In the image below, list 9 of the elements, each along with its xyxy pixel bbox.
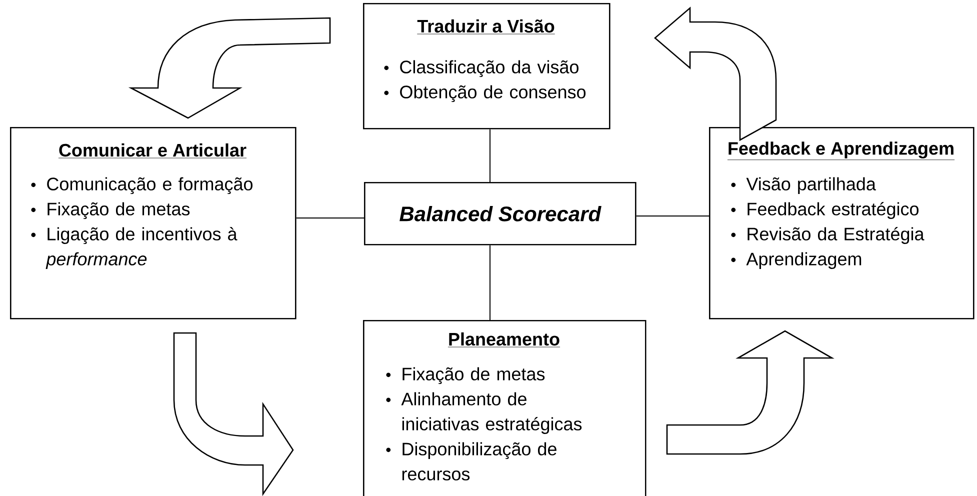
block-arrow — [173, 332, 294, 495]
process-box: Planeamento Fixação de metas Alinhamento de iniciativas estratégicas Disponibilização de recursos — [363, 320, 646, 496]
center-box: Balanced Scorecard — [364, 182, 636, 246]
process-box: Traduzir a Visão Classificação da visão Obtenção de consenso — [363, 3, 610, 130]
process-box: Comunicar e Articular Comunicação e formação Fixação de metas Ligação de incentivos à performance — [10, 127, 296, 320]
block-arrow — [666, 330, 833, 455]
block-arrow — [130, 17, 331, 119]
process-box: Feedback e Aprendizagem Visão partilhada Feedback estratégico Revisão da Estratégia Aprendizagem — [709, 127, 974, 320]
block-arrow — [654, 7, 777, 141]
